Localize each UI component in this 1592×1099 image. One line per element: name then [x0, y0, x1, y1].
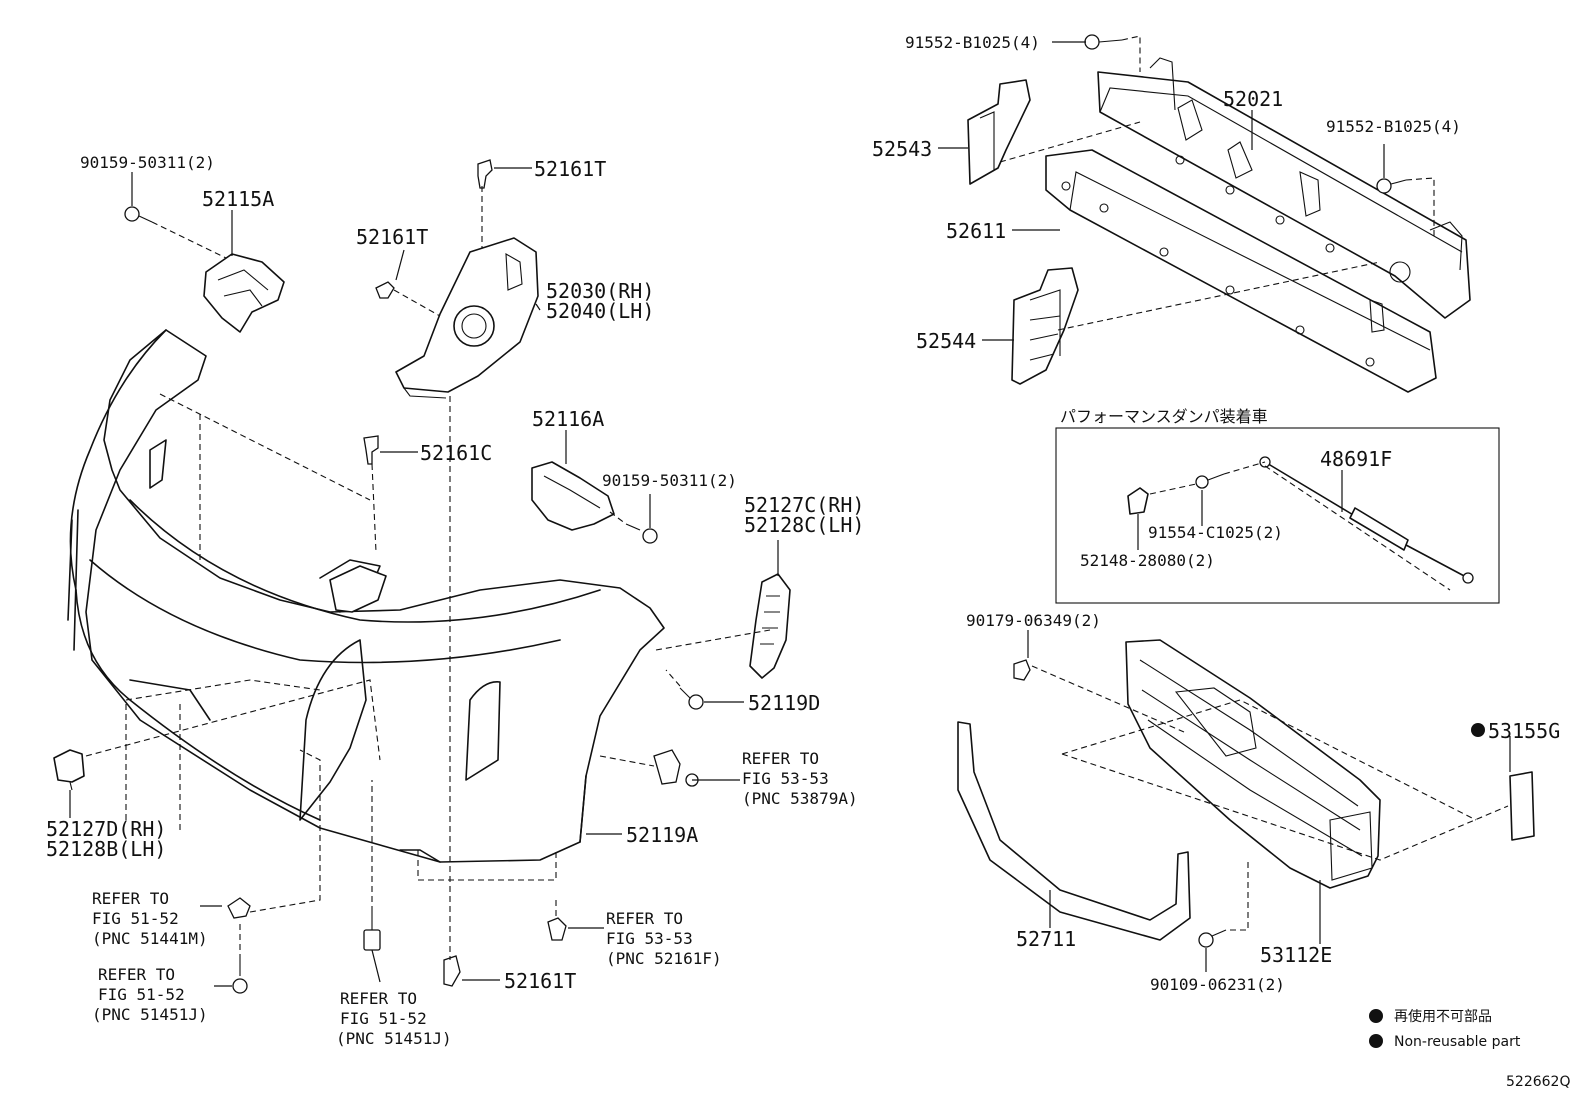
label-52161t-top: 52161T [534, 157, 606, 181]
svg-text:(PNC 53879A): (PNC 53879A) [742, 789, 858, 808]
bolt-52119d [679, 687, 704, 710]
label-53155g: 53155G [1488, 719, 1560, 743]
reinforcement-52021 [1097, 57, 1471, 319]
svg-text:FIG 51-52: FIG 51-52 [98, 985, 185, 1004]
refer-51441m: REFER TO FIG 51-52 (PNC 51441M) [92, 889, 208, 948]
refer-51451j-left: REFER TO FIG 51-52 (PNC 51451J) [92, 965, 208, 1024]
label-91552-b: 91552-B1025(4) [1326, 117, 1461, 136]
refer-51451j-mid: REFER TO FIG 51-52 (PNC 51451J) [336, 989, 452, 1048]
svg-text:REFER TO: REFER TO [606, 909, 683, 928]
label-91554: 91554-C1025(2) [1148, 523, 1283, 542]
grille-53112e [1125, 639, 1381, 889]
label-52021: 52021 [1223, 87, 1283, 111]
svg-text:REFER TO: REFER TO [98, 965, 175, 984]
svg-text:(PNC 51451J): (PNC 51451J) [336, 1029, 452, 1048]
box-title: パフォーマンスダンパ装着車 [1060, 407, 1268, 426]
label-52711: 52711 [1016, 927, 1076, 951]
label-52116a: 52116A [532, 407, 604, 431]
label-90159-a: 90159-50311(2) [80, 153, 215, 172]
label-90179: 90179-06349(2) [966, 611, 1101, 630]
clip-52161f [547, 917, 567, 941]
label-52148: 52148-28080(2) [1080, 551, 1215, 570]
refer-52161f: REFER TO FIG 53-53 (PNC 52161F) [606, 909, 722, 968]
retainer-52030-52040 [395, 237, 539, 399]
seal-52544 [1011, 267, 1079, 385]
label-52127d: 52127D(RH) [46, 817, 166, 841]
bolt-90159-a [124, 206, 153, 223]
label-52544: 52544 [916, 329, 976, 353]
label-52128c: 52128C(LH) [744, 513, 864, 537]
label-52030: 52030(RH) [546, 279, 654, 303]
legend: 再使用不可部品 Non-reusable part [1369, 1008, 1521, 1050]
bolt-91552-a [1084, 34, 1123, 50]
clip-52161t-top [477, 159, 493, 189]
svg-text:FIG 51-52: FIG 51-52 [92, 909, 179, 928]
label-52128b: 52128B(LH) [46, 837, 166, 861]
svg-text:FIG 53-53: FIG 53-53 [606, 929, 693, 948]
svg-text:(PNC 51451J): (PNC 51451J) [92, 1005, 208, 1024]
legend-jp: 再使用不可部品 [1394, 1008, 1492, 1025]
label-52119d: 52119D [748, 691, 820, 715]
label-52161t-mid: 52161T [356, 225, 428, 249]
pad-53155g [1509, 771, 1535, 841]
label-52119a: 52119A [626, 823, 698, 847]
label-52611: 52611 [946, 219, 1006, 243]
performance-damper-box [1055, 427, 1500, 604]
bolt-51451j-mid [363, 912, 381, 951]
bracket-52161-left [329, 565, 387, 613]
clip-90179 [1013, 659, 1031, 681]
label-91552-a: 91552-B1025(4) [905, 33, 1040, 52]
bumper-cover-52119a [67, 329, 665, 863]
clip-52161t-bottom [443, 955, 461, 987]
cap-52148 [1127, 487, 1149, 515]
absorber-52611 [1045, 149, 1437, 393]
svg-text:(PNC 51441M): (PNC 51441M) [92, 929, 208, 948]
svg-text:FIG 53-53: FIG 53-53 [742, 769, 829, 788]
retainer-52127d-52128b [53, 749, 85, 791]
svg-text:FIG 51-52: FIG 51-52 [340, 1009, 427, 1028]
bolt-90159-b [625, 523, 658, 544]
retainer-52116a [531, 461, 615, 531]
svg-text:REFER TO: REFER TO [742, 749, 819, 768]
svg-text:REFER TO: REFER TO [92, 889, 169, 908]
bolt-51451j-left [232, 960, 248, 994]
bolt-91552-b [1376, 178, 1407, 194]
bolt-91554 [1195, 473, 1225, 489]
label-48691f: 48691F [1320, 447, 1392, 471]
seal-52543 [967, 79, 1031, 185]
label-52161t-bottom: 52161T [504, 969, 576, 993]
damper-48691f [1259, 456, 1474, 584]
bolt-90109 [1198, 929, 1227, 948]
diagram-code: 522662Q [1506, 1074, 1570, 1090]
label-52127c: 52127C(RH) [744, 493, 864, 517]
clip-53879a [653, 749, 699, 787]
label-90109: 90109-06231(2) [1150, 975, 1285, 994]
black-dot-icon [1369, 1009, 1383, 1023]
label-52161c: 52161C [420, 441, 492, 465]
svg-text:REFER TO: REFER TO [340, 989, 417, 1008]
label-52040: 52040(LH) [546, 299, 654, 323]
clip-52161t-mid [375, 281, 395, 299]
leader-lines [69, 41, 1511, 987]
refer-53879a: REFER TO FIG 53-53 (PNC 53879A) [742, 749, 858, 808]
label-90159-b: 90159-50311(2) [602, 471, 737, 490]
black-dot-icon [1369, 1034, 1383, 1048]
retainer-52127c-52128c [749, 573, 791, 679]
retainer-52115a [203, 253, 285, 333]
svg-text:(PNC 52161F): (PNC 52161F) [606, 949, 722, 968]
label-53112e: 53112E [1260, 943, 1332, 967]
legend-en: Non-reusable part [1394, 1034, 1521, 1050]
molding-52711 [957, 721, 1191, 941]
label-52115a: 52115A [202, 187, 274, 211]
clip-52161c [363, 435, 379, 465]
black-dot-icon [1471, 723, 1485, 737]
clip-51441m [227, 897, 251, 919]
label-52543: 52543 [872, 137, 932, 161]
